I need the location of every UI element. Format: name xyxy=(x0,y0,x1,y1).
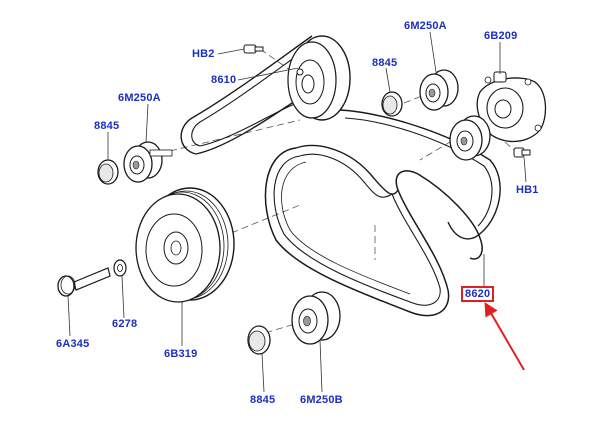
leader-lines xyxy=(67,31,527,393)
washer-8845-left xyxy=(97,159,119,185)
tensioner-6b209 xyxy=(449,71,547,161)
part-label-6m250a-left: 6M250A xyxy=(118,92,161,104)
part-label-6a345: 6A345 xyxy=(56,338,90,350)
washer-6278 xyxy=(113,259,127,277)
part-label-6b319: 6B319 xyxy=(164,348,198,360)
crank-bolt-6a345 xyxy=(57,267,111,297)
highlight-arrow xyxy=(484,301,525,371)
washer-8845-bottom xyxy=(247,325,271,355)
washer-8845-top xyxy=(381,91,403,117)
part-label-hb1: HB1 xyxy=(516,184,539,196)
part-label-8845-left: 8845 xyxy=(94,120,120,132)
part-label-8620-highlighted: 8620 xyxy=(461,286,495,302)
idler-pulley-6m250a-left xyxy=(123,141,173,183)
part-label-8845-top: 8845 xyxy=(372,57,398,69)
part-label-6b209: 6B209 xyxy=(484,30,518,42)
bolt-hb2 xyxy=(243,44,264,54)
idler-pulley-6m250a-top xyxy=(419,69,459,111)
part-label-6m250b: 6M250B xyxy=(300,394,343,406)
drive-belt-8620 xyxy=(264,144,483,317)
drive-belt-8610 xyxy=(180,35,501,240)
part-label-6m250a-top: 6M250A xyxy=(404,20,447,32)
part-label-hb2: HB2 xyxy=(192,48,215,60)
idler-pulley-6m250b xyxy=(291,291,341,345)
crankshaft-pulley-6b319 xyxy=(135,187,235,303)
pulley-top xyxy=(287,35,351,121)
part-label-8610: 8610 xyxy=(211,74,237,86)
part-label-6278: 6278 xyxy=(112,318,138,330)
part-label-8845-bottom: 8845 xyxy=(250,394,276,406)
bolt-hb1 xyxy=(513,147,531,158)
